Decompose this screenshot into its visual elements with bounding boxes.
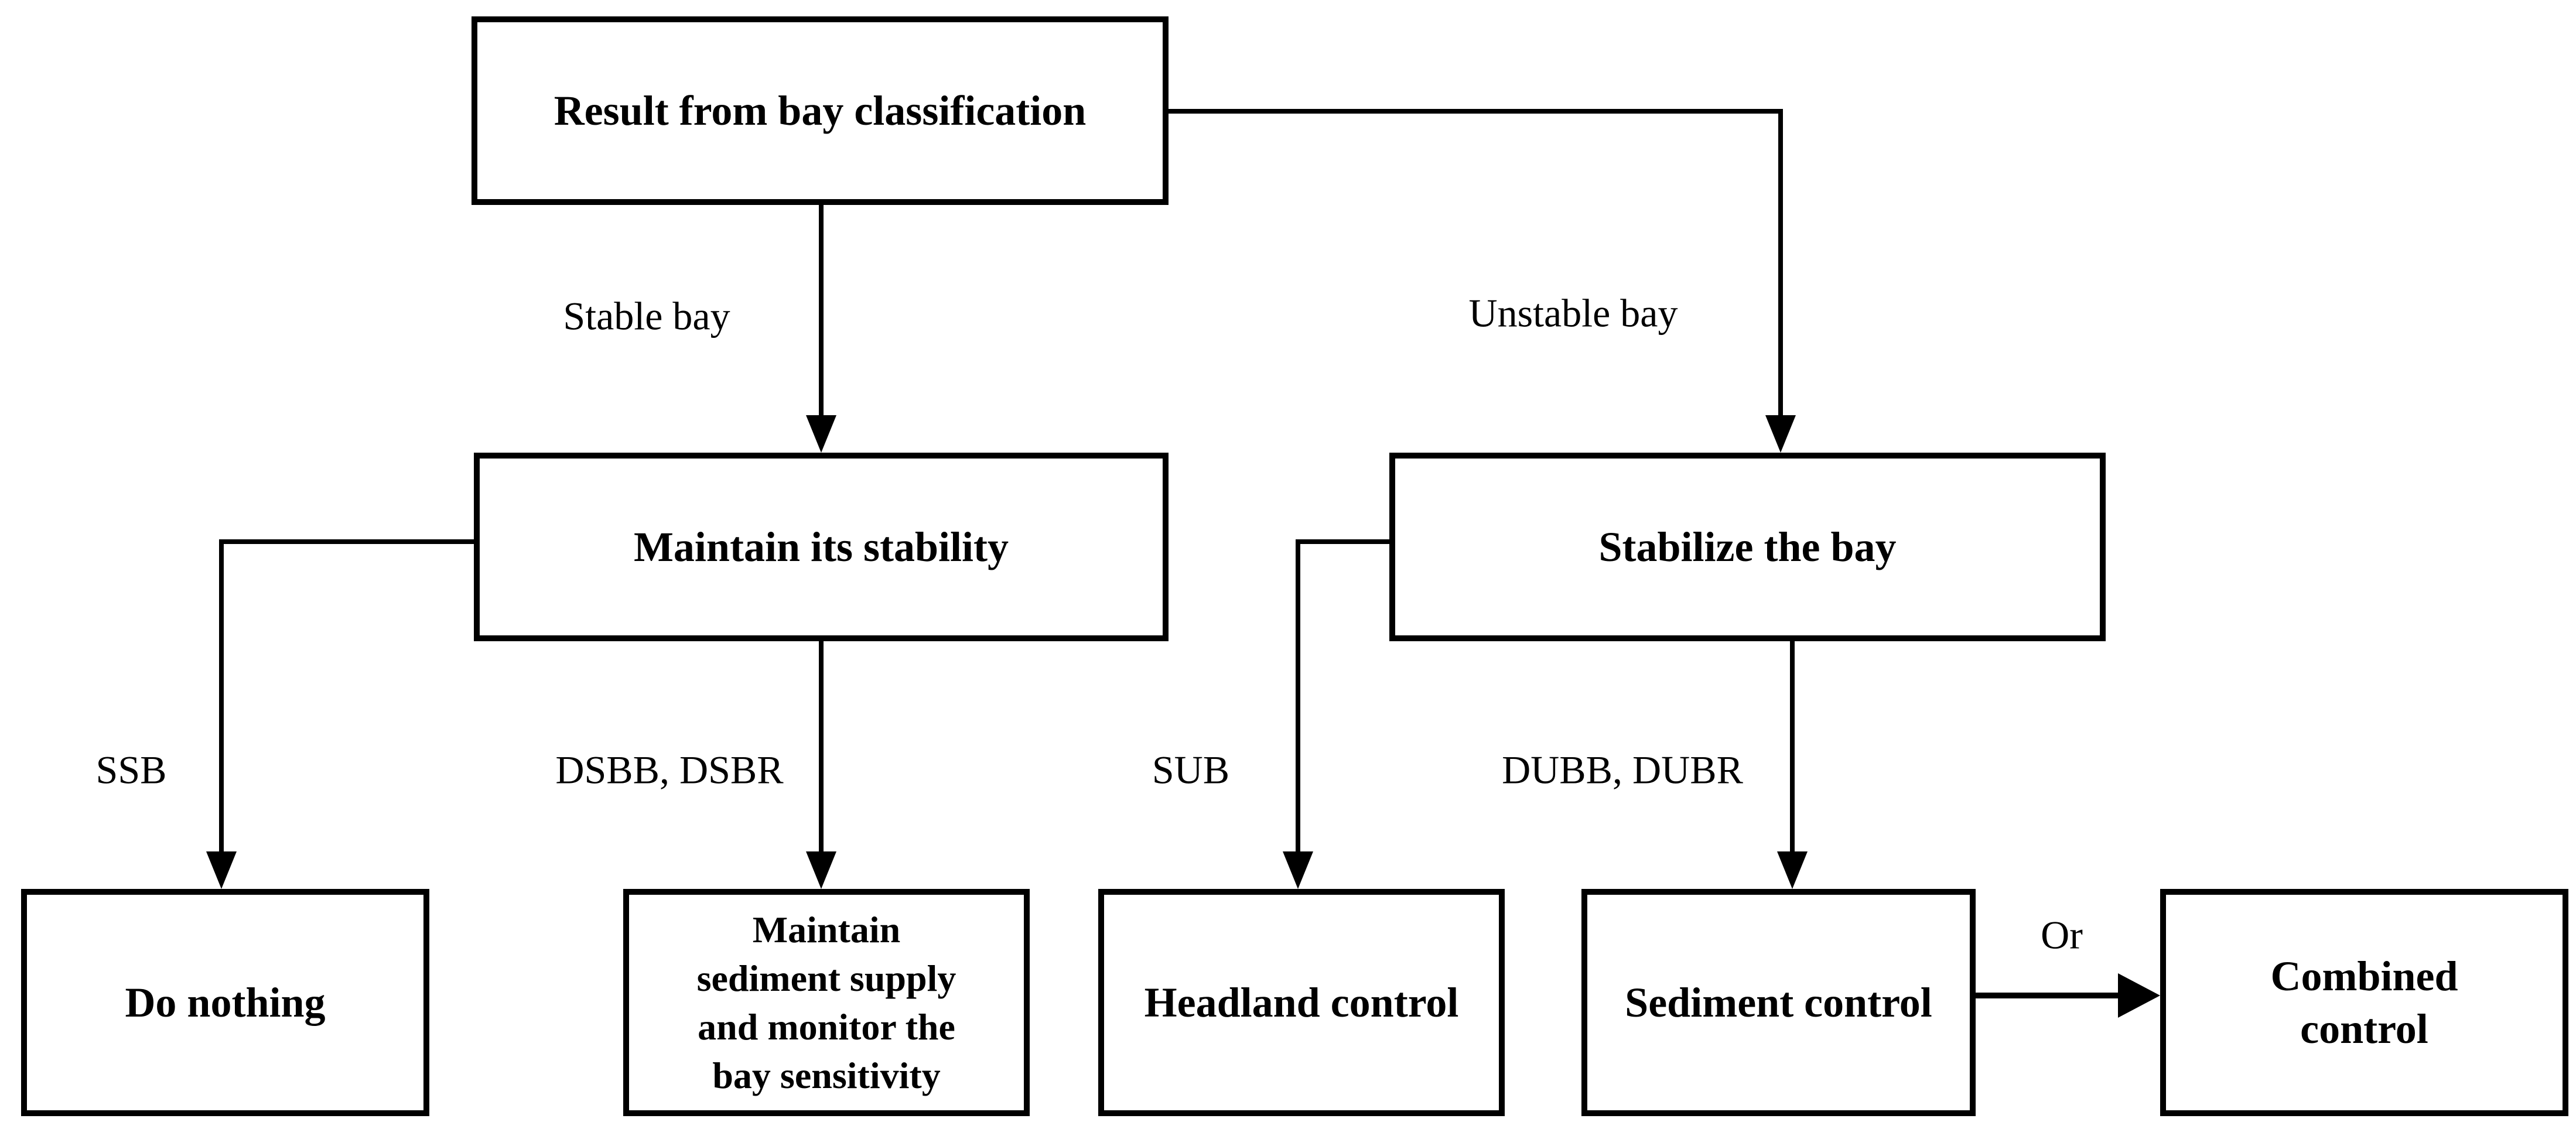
node-maintain-its-stability: Maintain its stability bbox=[474, 453, 1169, 641]
node-do-nothing: Do nothing bbox=[21, 889, 429, 1116]
edge-label-or: Or bbox=[2037, 912, 2086, 959]
node-headland-control: Headland control bbox=[1098, 889, 1505, 1116]
edge-label-dubb-dubr: DUBB, DUBR bbox=[1498, 747, 1747, 793]
arrowhead-down-icon bbox=[1283, 851, 1313, 889]
node-sediment-control: Sediment control bbox=[1581, 889, 1976, 1116]
edge-stabilize-to-headland-vertical-line bbox=[1296, 539, 1300, 854]
node-combined-control: Combined control bbox=[2160, 889, 2568, 1116]
edge-maintain-stability-to-do-nothing-horizontal-line bbox=[221, 539, 474, 544]
edge-label-dsbb-dsbr: DSBB, DSBR bbox=[552, 747, 787, 793]
arrowhead-down-icon bbox=[1765, 415, 1796, 453]
arrowhead-right-icon bbox=[2118, 973, 2160, 1018]
edge-sediment-to-combined-line bbox=[1976, 993, 2118, 998]
edge-maintain-stability-to-do-nothing-vertical-line bbox=[219, 539, 224, 854]
edge-result-to-maintain-stability-line bbox=[819, 205, 824, 419]
arrowhead-down-icon bbox=[206, 851, 237, 889]
edge-stabilize-to-headland-horizontal-line bbox=[1298, 539, 1389, 544]
edge-maintain-stability-to-maintain-sediment-line bbox=[819, 641, 824, 854]
node-result-from-bay-classification: Result from bay classification bbox=[472, 16, 1169, 205]
arrowhead-down-icon bbox=[806, 415, 836, 453]
edge-stabilize-to-sediment-line bbox=[1790, 641, 1795, 854]
edge-label-sub: SUB bbox=[1148, 747, 1234, 793]
edge-label-unstable-bay: Unstable bay bbox=[1465, 290, 1682, 337]
arrowhead-down-icon bbox=[806, 851, 836, 889]
edge-result-to-stabilize-vertical-line bbox=[1778, 109, 1783, 419]
edge-result-to-stabilize-horizontal-line bbox=[1169, 109, 1783, 114]
edge-label-ssb: SSB bbox=[92, 747, 170, 793]
node-maintain-sediment-supply: Maintain sediment supply and monitor the… bbox=[623, 889, 1030, 1116]
edge-label-stable-bay: Stable bay bbox=[559, 293, 734, 340]
arrowhead-down-icon bbox=[1777, 851, 1808, 889]
node-stabilize-the-bay: Stabilize the bay bbox=[1389, 453, 2106, 641]
